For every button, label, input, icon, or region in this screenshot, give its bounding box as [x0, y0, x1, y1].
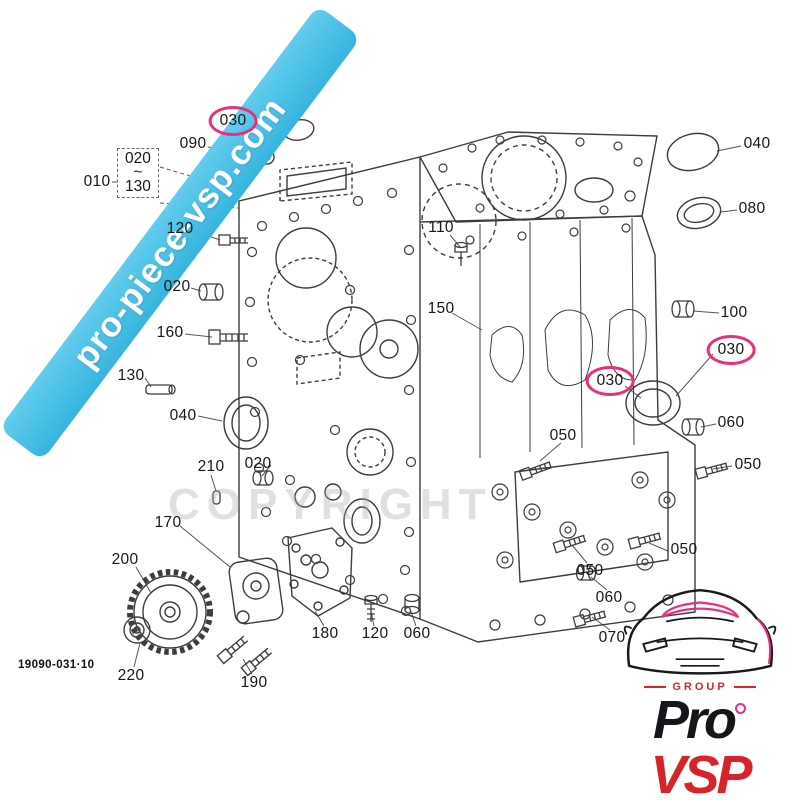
callout-150: 150	[427, 300, 455, 317]
callout-010: 010	[83, 173, 111, 190]
provsp-logo: GROUP ProVSP	[604, 576, 796, 800]
copyright-watermark: COPYRIGHT	[168, 480, 493, 529]
callout-070: 070	[598, 629, 626, 646]
callout-130: 130	[125, 178, 151, 195]
car-sketch-icon	[623, 588, 777, 675]
callout-050: 050	[576, 562, 604, 579]
callout-170: 170	[154, 514, 182, 531]
logo-accent-dot-icon	[735, 703, 747, 714]
callout-020: 020	[163, 278, 191, 295]
callout-160: 160	[156, 324, 184, 341]
logo-group-label: GROUP	[672, 681, 728, 693]
callout-030-circled: 030	[706, 335, 756, 365]
small-hardware	[145, 234, 729, 628]
logo-brand-pro: Pro	[652, 690, 737, 750]
callout-100: 100	[720, 304, 748, 321]
logo-brand-vsp: VSP	[650, 745, 752, 800]
callout-040: 040	[169, 407, 197, 424]
range-tilde: ~	[133, 164, 143, 181]
callout-080: 080	[738, 200, 766, 217]
callout-030-circled: 030	[585, 366, 635, 396]
callout-060: 060	[717, 414, 745, 431]
callout-120: 120	[361, 625, 389, 642]
callout-220: 220	[117, 667, 145, 684]
callout-060: 060	[403, 625, 431, 642]
group-dash-right	[733, 686, 756, 688]
bores-and-seals	[223, 119, 722, 544]
oil-pump-assembly	[123, 527, 353, 677]
callout-200: 200	[111, 551, 139, 568]
callout-180: 180	[311, 625, 339, 642]
callout-130: 130	[117, 367, 145, 384]
callout-020: 020	[244, 455, 272, 472]
callout-050: 050	[549, 427, 577, 444]
callout-120: 120	[166, 220, 194, 237]
group-dash-left	[644, 686, 667, 688]
callout-060: 060	[595, 589, 623, 606]
drawing-reference: 19090-031·10	[18, 659, 95, 671]
callout-050: 050	[734, 456, 762, 473]
callout-040: 040	[743, 135, 771, 152]
callout-090: 090	[179, 135, 207, 152]
callout-110: 110	[428, 219, 454, 236]
logo-brand: ProVSP	[604, 690, 796, 800]
callout-030-circled: 030	[208, 106, 258, 136]
bolt-holes	[244, 135, 676, 631]
logo-group-line: GROUP	[604, 681, 796, 693]
part-group-bracket: 020 ~ 130	[117, 148, 159, 198]
callout-210: 210	[197, 458, 225, 475]
crankcase-webbing	[479, 217, 647, 458]
callout-020: 020	[125, 150, 151, 167]
callout-190: 190	[240, 674, 268, 691]
callout-050: 050	[670, 541, 698, 558]
